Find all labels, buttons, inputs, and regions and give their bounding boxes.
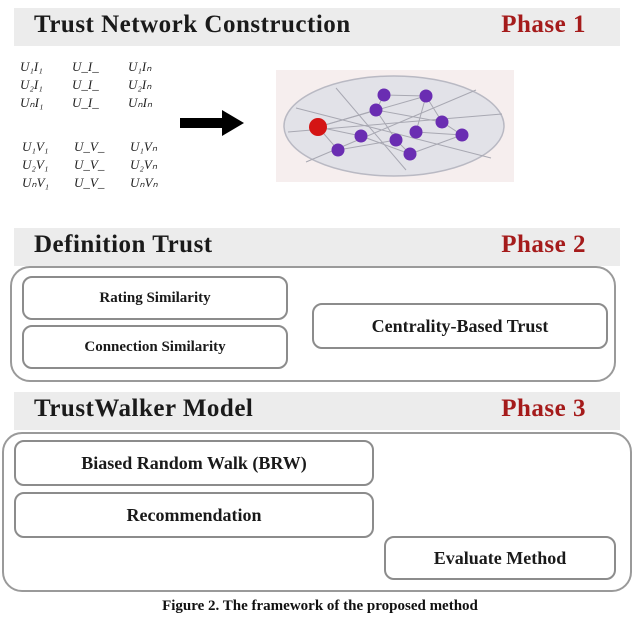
matrix-cell: U₁Vₙ: [130, 139, 158, 154]
centrality-trust-box: Centrality-Based Trust: [312, 303, 608, 349]
recommendation-label: Recommendation: [126, 504, 262, 525]
rating-similarity-label: Rating Similarity: [99, 289, 211, 306]
evaluate-method-box: Evaluate Method: [384, 536, 616, 580]
network-node: [331, 143, 345, 157]
phase3-title: TrustWalker Model: [34, 395, 254, 422]
matrix-cell: UₙI₁: [20, 95, 44, 110]
matrix-row: UₙV₁ U_V_ UₙVₙ: [22, 174, 182, 192]
matrix-cell: U₁Iₙ: [128, 59, 152, 74]
matrix-row: U₁V₁ U_V_ U₁Vₙ: [22, 138, 182, 156]
phase1-header: Trust Network Construction Phase 1: [14, 8, 620, 46]
brw-box: Biased Random Walk (BRW): [14, 440, 374, 486]
highlight-node: [309, 118, 327, 136]
matrix-row: U₂I₁ U_I_ U₂Iₙ: [20, 76, 180, 94]
matrix-cell: U₁V₁: [22, 139, 49, 154]
matrix-cell: U_V_: [74, 157, 105, 172]
matrix-cell: U₁I₁: [20, 59, 43, 74]
matrix-cell: U₂V₁: [22, 157, 49, 172]
right-arrow-icon: [180, 110, 244, 136]
matrix-cell: U_I_: [72, 95, 99, 110]
phase1-tag: Phase 1: [501, 11, 586, 38]
network-node: [435, 115, 449, 129]
matrix-cell: U_V_: [74, 175, 105, 190]
evaluate-method-label: Evaluate Method: [433, 547, 567, 568]
user-user-matrix: U₁V₁ U_V_ U₁Vₙ U₂V₁ U_V_ U₂Vₙ UₙV₁ U_V_ UₙVₙ: [22, 138, 182, 192]
centrality-trust-label: Centrality-Based Trust: [371, 315, 549, 336]
matrix-cell: UₙV₁: [22, 175, 50, 190]
matrix-cell: U₂Vₙ: [130, 157, 158, 172]
figure-caption: Figure 2. The framework of the proposed …: [162, 598, 478, 614]
phase3-tag: Phase 3: [501, 395, 586, 422]
matrix-cell: U_I_: [72, 77, 99, 92]
user-item-matrix: U₁I₁ U_I_ U₁Iₙ U₂I₁ U_I_ U₂Iₙ UₙI₁ U_I_ UₙIₙ: [20, 58, 180, 112]
matrix-cell: U_I_: [72, 59, 99, 74]
phase2-header: Definition Trust Phase 2: [14, 228, 620, 266]
matrix-row: U₂V₁ U_V_ U₂Vₙ: [22, 156, 182, 174]
phase1-title: Trust Network Construction: [34, 11, 351, 38]
network-node: [354, 129, 368, 143]
matrix-row: UₙI₁ U_I_ UₙIₙ: [20, 94, 180, 112]
rating-similarity-box: Rating Similarity: [22, 276, 288, 320]
network-node: [377, 88, 391, 102]
network-node: [389, 133, 403, 147]
matrix-row: U₁I₁ U_I_ U₁Iₙ: [20, 58, 180, 76]
phase2-tag: Phase 2: [501, 231, 586, 258]
network-node: [369, 103, 383, 117]
matrix-cell: UₙIₙ: [128, 95, 153, 110]
matrix-cell: U_V_: [74, 139, 105, 154]
recommendation-box: Recommendation: [14, 492, 374, 538]
network-node: [403, 147, 417, 161]
matrix-cell: UₙVₙ: [130, 175, 158, 190]
brw-label: Biased Random Walk (BRW): [81, 452, 307, 473]
matrix-cell: U₂Iₙ: [128, 77, 152, 92]
network-node: [419, 89, 433, 103]
matrix-cell: U₂I₁: [20, 77, 43, 92]
network-node: [409, 125, 423, 139]
connection-similarity-box: Connection Similarity: [22, 325, 288, 369]
phase3-header: TrustWalker Model Phase 3: [14, 392, 620, 430]
trust-network-graph: [276, 70, 514, 182]
phase2-title: Definition Trust: [34, 231, 213, 258]
connection-similarity-label: Connection Similarity: [84, 338, 226, 355]
network-node: [455, 128, 469, 142]
